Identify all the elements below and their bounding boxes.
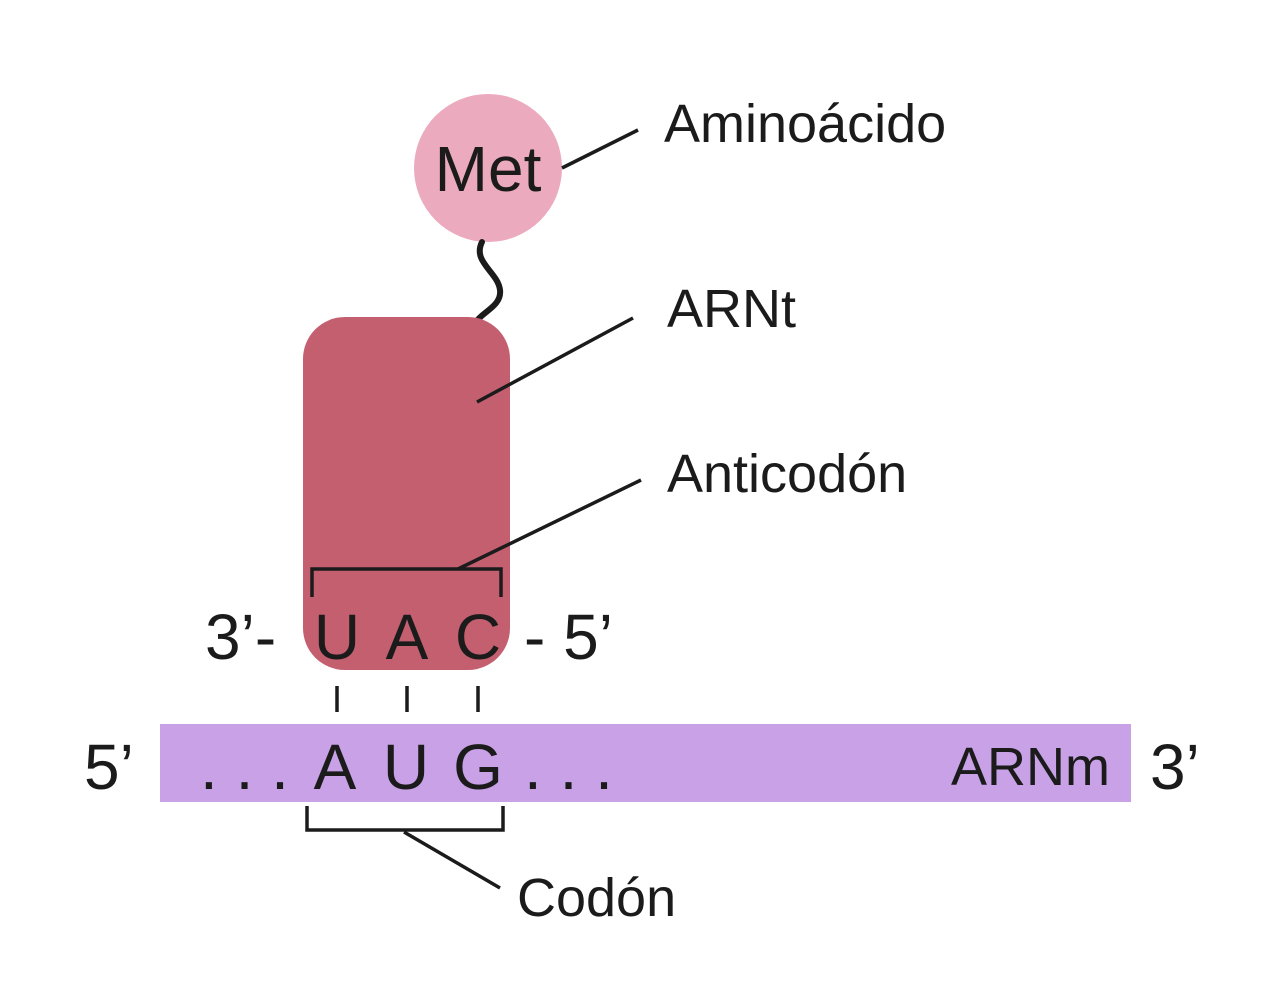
mrna-leading-dots: . . . <box>200 731 289 803</box>
anticodon-leader-line <box>457 478 642 571</box>
anticodon-base: A <box>386 601 429 673</box>
anticodon-bracket <box>310 567 503 597</box>
mrna-trailing-dots: . . . <box>524 731 613 803</box>
amino-acid-circle <box>414 94 562 242</box>
amino-acid-name: Met <box>435 133 542 205</box>
trna-end-left: 3’- <box>205 601 276 673</box>
anticodon-base: U <box>314 601 360 673</box>
trna-body <box>303 317 510 670</box>
trna-label: ARNt <box>667 279 796 339</box>
codon-base: A <box>314 731 357 803</box>
amino-acid-label: Aminoácido <box>664 94 946 154</box>
mrna-end-right: 3’ <box>1150 731 1200 803</box>
mrna-end-left: 5’ <box>84 731 134 803</box>
codon-label: Codón <box>517 868 676 928</box>
trna-leader-line <box>476 316 634 404</box>
mrna-strand <box>160 724 1131 802</box>
codon-base: G <box>453 731 503 803</box>
anticodon-base: C <box>455 601 501 673</box>
amino-acid-leader-line <box>561 128 639 170</box>
codon-bracket <box>305 806 505 832</box>
codon-leader-line <box>403 830 501 890</box>
trna-end-right: - 5’ <box>524 601 613 673</box>
mrna-label: ARNm <box>951 737 1110 797</box>
anticodon-label: Anticodón <box>667 444 907 504</box>
codon-base: U <box>383 731 429 803</box>
amino-acid-linker <box>473 239 504 325</box>
